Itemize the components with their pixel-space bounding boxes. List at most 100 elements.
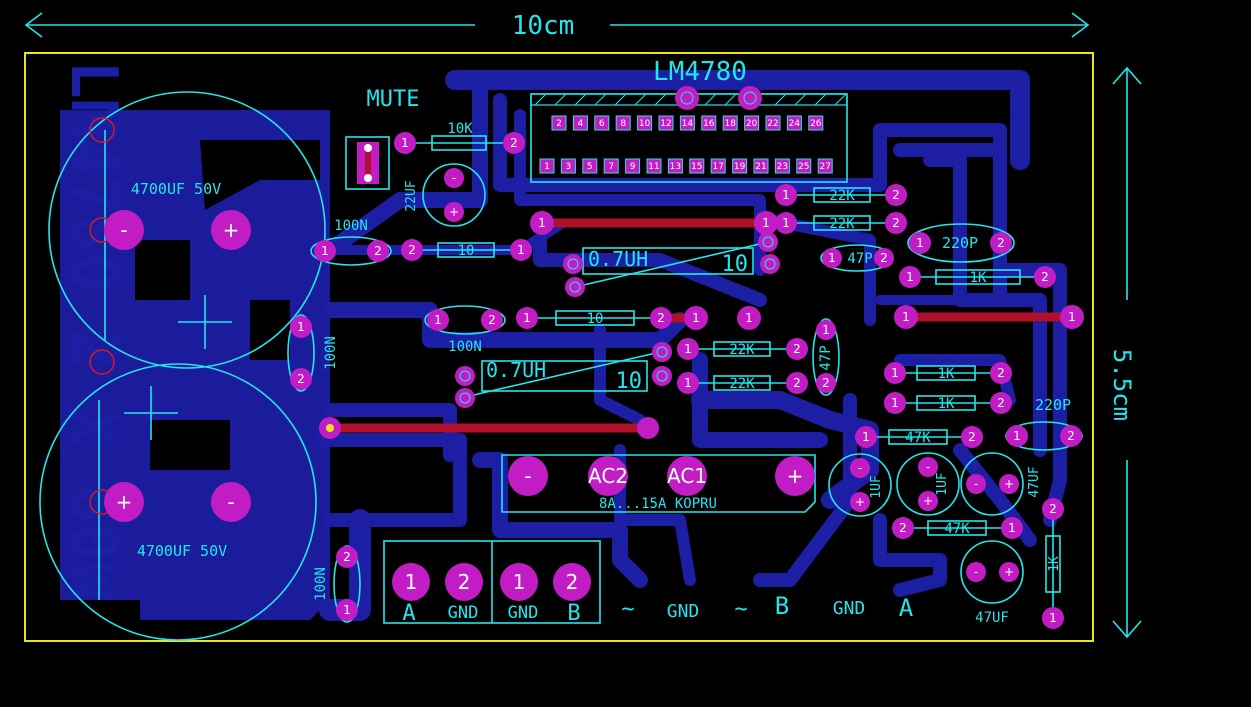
ic-pin xyxy=(572,115,588,131)
big-capacitor-top-outline xyxy=(48,91,326,369)
resistor-10k-pad-1-label: 1 xyxy=(401,136,409,150)
copper-trace-1 xyxy=(445,70,1030,170)
copper-trace-11 xyxy=(594,324,646,426)
ic-hatch xyxy=(534,93,847,106)
terminal-left-pad-1 xyxy=(392,563,430,601)
resistor-1k-3-pad-2-label: 2 xyxy=(997,396,1005,410)
ic-pin-number: 23 xyxy=(777,162,788,172)
capacitor-220p-bottom-pad-2 xyxy=(1060,425,1082,447)
bridge-ac1-label: AC1 xyxy=(667,464,707,488)
capacitor-100n-vert1: 100N 1 2 xyxy=(287,314,339,392)
resistor-10-top-pad-1 xyxy=(510,239,532,261)
resistor-47k-1-value: 47K xyxy=(905,430,931,446)
resistor-22k-1-pad-1-label: 1 xyxy=(782,188,790,202)
capacitor-47uf-2-minus-pad xyxy=(966,562,986,582)
copper-trace-23 xyxy=(894,354,1016,406)
capacitor-100n-left-pad-1-label: 1 xyxy=(321,244,329,258)
terminal-label-a: A xyxy=(402,601,415,626)
resistor-22k-2: 22K 1 2 xyxy=(775,212,907,234)
resistor-47k-1-pad-1-label: 1 xyxy=(862,430,870,444)
capacitor-220p-top: 220P 1 2 xyxy=(907,223,1015,263)
big-capacitor-top-plus-pad xyxy=(211,210,251,250)
ic-pin xyxy=(710,158,726,174)
capacitor-1uf-1-plus-pad xyxy=(850,492,870,512)
capacitor-220p-bottom-pad-1-label: 1 xyxy=(1013,429,1021,443)
inductor-bottom-value: 0.7UH xyxy=(486,358,546,382)
mute-switch: MUTE xyxy=(345,87,419,190)
resistor-22k-2-pad-1 xyxy=(775,212,797,234)
copper-trace-17 xyxy=(533,233,767,307)
capacitor-100n-mid: 100N 1 2 xyxy=(424,305,506,355)
inductor-top-pad-b xyxy=(565,277,585,297)
ic-pin xyxy=(594,115,610,131)
inductor-bottom-pad-d xyxy=(652,366,672,386)
capacitor-100n-left-outline xyxy=(310,236,392,266)
width-label: 10cm xyxy=(512,11,575,41)
resistor-10-top: 10 2 1 xyxy=(401,239,532,261)
resistor-1k-1-pad-2 xyxy=(1034,266,1056,288)
mute-pin-2 xyxy=(364,174,372,182)
height-arrowhead-top xyxy=(1112,66,1142,85)
capacitor-47p-top-pad-2 xyxy=(874,248,894,268)
ic-pin xyxy=(560,158,576,174)
ic-pin-number: 26 xyxy=(810,119,822,129)
capacitor-100n-vert1-value: 100N xyxy=(323,336,339,370)
capacitor-47p-bottom-pad-2 xyxy=(816,373,836,393)
capacitor-1uf-1-plus-label: + xyxy=(855,495,865,509)
capacitor-100n-left-pad-2-label: 2 xyxy=(374,244,382,258)
ic-mount-hole-2-ring xyxy=(743,91,757,105)
capacitor-100n-vert1-pad-1-label: 1 xyxy=(297,320,305,334)
resistor-1k-vert-pad-1-label: 1 xyxy=(1049,611,1057,625)
inductor-top-resistance: 10 xyxy=(722,252,749,277)
width-dimension: 10cm xyxy=(24,11,1090,41)
label-gnd-1: GND xyxy=(667,601,700,622)
ic-pin xyxy=(646,158,662,174)
inductor-top-body xyxy=(582,247,754,275)
capacitor-220p-top-pad-2 xyxy=(990,232,1012,254)
capacitor-100n-vert1-outline xyxy=(287,314,315,392)
resistor-1k-2-pad-2 xyxy=(990,362,1012,384)
resistor-1k-2-pad-1 xyxy=(884,362,906,384)
capacitor-47p-bottom: 47P 1 2 xyxy=(812,318,840,396)
label-tilde-1: ~ xyxy=(621,597,634,622)
capacitor-22uf: - + 22UF xyxy=(404,163,486,227)
bridge-minus-pad xyxy=(508,456,548,496)
resistor-22k-3-pad-2 xyxy=(786,338,808,360)
resistor-1k-3-pad-2 xyxy=(990,392,1012,414)
inductor-bottom-body xyxy=(481,360,648,392)
resistor-47k-1: 47K 1 2 xyxy=(855,426,983,448)
ic-pin xyxy=(667,158,683,174)
capacitor-47p-bottom-value: 47P xyxy=(818,345,834,370)
resistor-22k-1-pad-1 xyxy=(775,184,797,206)
inductor-top-value: 0.7UH xyxy=(588,247,648,271)
resistor-47k-2-pad-2 xyxy=(892,517,914,539)
resistor-1k-1-body xyxy=(935,269,1021,285)
resistor-22k-3: 22K 1 2 xyxy=(677,338,808,360)
capacitor-47uf-1-minus-label: - xyxy=(974,477,978,491)
resistor-47k-2-body xyxy=(927,520,987,536)
resistor-1k-1-pad-1 xyxy=(899,266,921,288)
jumper-3-pad-a-label: 1 xyxy=(902,310,910,324)
capacitor-1uf-1-value: 1UF xyxy=(869,475,884,499)
capacitor-220p-top-pad-1-label: 1 xyxy=(916,236,924,250)
resistor-47k-1-pad-2 xyxy=(961,426,983,448)
resistor-1k-vert: 1K 2 1 xyxy=(1042,498,1064,629)
capacitor-220p-top-value: 220P xyxy=(942,234,978,252)
ic-mount-hole-1 xyxy=(675,86,699,110)
resistor-1k-2-pad-2-label: 2 xyxy=(997,366,1005,380)
resistor-22k-2-pad-2-label: 2 xyxy=(892,216,900,230)
copper-trace-2 xyxy=(322,84,488,258)
ic-pin-number: 22 xyxy=(767,119,778,129)
ic-pin xyxy=(796,158,812,174)
resistor-47k-2-pad-1 xyxy=(1001,517,1023,539)
ic-pin xyxy=(722,115,738,131)
capacitor-100n-left-value: 100N xyxy=(334,218,368,234)
inductor-bottom-resistance: 10 xyxy=(616,369,643,394)
capacitor-47uf-2: - + 47UF xyxy=(960,540,1024,626)
resistor-10k-body xyxy=(431,135,487,151)
ic-pin-number: 7 xyxy=(608,162,614,172)
height-label: 5.5cm xyxy=(1108,349,1136,421)
capacitor-47uf-2-plus-pad xyxy=(999,562,1019,582)
height-arrowhead-bottom xyxy=(1112,620,1142,639)
